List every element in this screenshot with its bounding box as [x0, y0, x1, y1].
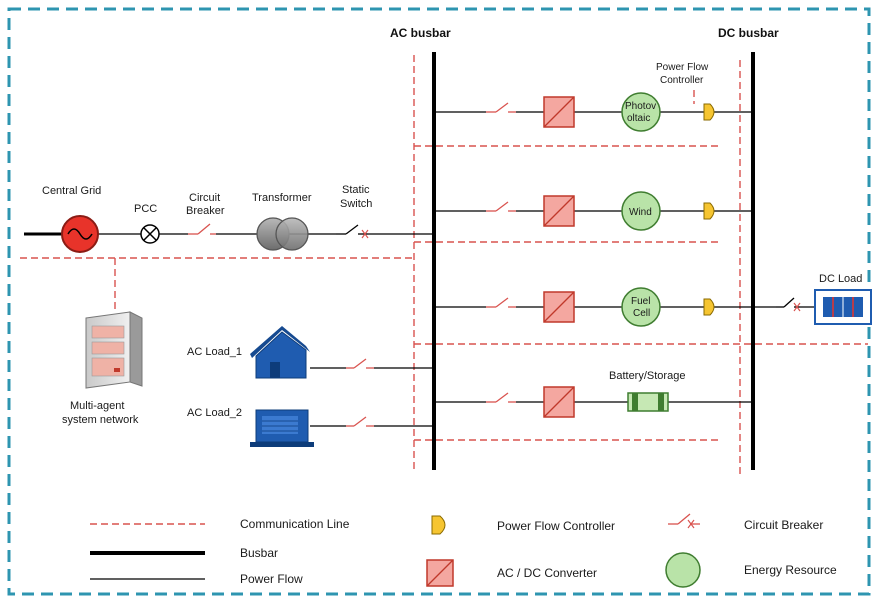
pcc-cross-icon [143, 227, 157, 241]
dc-load-breaker-icon [776, 297, 801, 313]
fuel-cell-converter-icon [543, 291, 575, 323]
dc-busbar-label: DC busbar [718, 26, 779, 40]
battery-icon [627, 392, 669, 412]
wind-converter-icon [543, 195, 575, 227]
ac-load-1-breaker-icon [346, 358, 374, 374]
legend-energy-resource-label: Energy Resource [744, 563, 837, 577]
pfc-label-1: Power Flow [656, 62, 709, 73]
pv-label-1: Photov [625, 101, 656, 112]
fuel-cell-resource-icon [621, 287, 661, 327]
communication-lines [20, 55, 868, 476]
sine-wave-icon [67, 228, 93, 240]
legend-converter-icon [426, 559, 454, 587]
pcc-label: PCC [134, 203, 157, 215]
central-grid-label: Central Grid [42, 185, 101, 197]
pfc-label-2: Controller [660, 75, 704, 86]
static-switch-label-2: Switch [340, 198, 372, 210]
pv-power-flow-controller-icon [703, 103, 715, 121]
machine-icon [250, 409, 314, 447]
grid-circuit-breaker-icon [188, 223, 216, 240]
battery-converter-icon [543, 386, 575, 418]
mas-label-2: system network [62, 414, 139, 426]
circuit-breaker-label-2: Breaker [186, 205, 225, 217]
dc-load-icon [814, 289, 872, 325]
dc-load-label: DC Load [819, 273, 862, 285]
ac-load-1-label: AC Load_1 [187, 346, 242, 358]
ac-load-2-breaker-icon [346, 416, 374, 432]
pv-breaker-icon [486, 102, 516, 118]
wind-breaker-icon [486, 201, 516, 217]
legend-circuit-breaker-label: Circuit Breaker [744, 518, 823, 532]
legend-power-flow-controller-icon [431, 515, 446, 535]
battery-breaker-icon [486, 392, 516, 408]
legend-communication-line-label: Communication Line [240, 517, 350, 531]
legend-power-flow-label: Power Flow [240, 572, 303, 586]
house-icon [250, 326, 310, 379]
transformer-coil-right-icon [275, 217, 309, 251]
legend-power-flow-controller-label: Power Flow Controller [497, 519, 615, 533]
legend-busbar-label: Busbar [240, 546, 278, 560]
mas-label-1: Multi-agent [70, 400, 124, 412]
legend: Communication Line Busbar Power Flow Pow… [90, 513, 837, 588]
fuel-cell-label-2: Cell [633, 308, 650, 319]
legend-energy-resource-icon [665, 552, 701, 588]
legend-converter-label: AC / DC Converter [497, 566, 597, 580]
pv-resource-icon [621, 92, 661, 132]
wind-resource-icon [621, 191, 661, 231]
static-switch-label-1: Static [342, 184, 370, 196]
wind-power-flow-controller-icon [703, 202, 715, 220]
server-icon [85, 311, 143, 389]
battery-label: Battery/Storage [609, 370, 685, 382]
ac-busbar-label: AC busbar [390, 26, 451, 40]
circuit-breaker-label-1: Circuit [189, 192, 220, 204]
static-switch-icon [336, 224, 369, 240]
transformer-label: Transformer [252, 192, 312, 204]
outer-frame [7, 7, 871, 596]
pv-label-2: oltaic [627, 113, 650, 124]
fuel-cell-label-1: Fuel [631, 296, 650, 307]
fuel-cell-power-flow-controller-icon [703, 298, 715, 316]
fuel-cell-breaker-icon [486, 297, 516, 313]
pv-converter-icon [543, 96, 575, 128]
legend-circuit-breaker-icon [668, 513, 700, 529]
ac-load-2-label: AC Load_2 [187, 407, 242, 419]
wind-label: Wind [629, 207, 652, 218]
